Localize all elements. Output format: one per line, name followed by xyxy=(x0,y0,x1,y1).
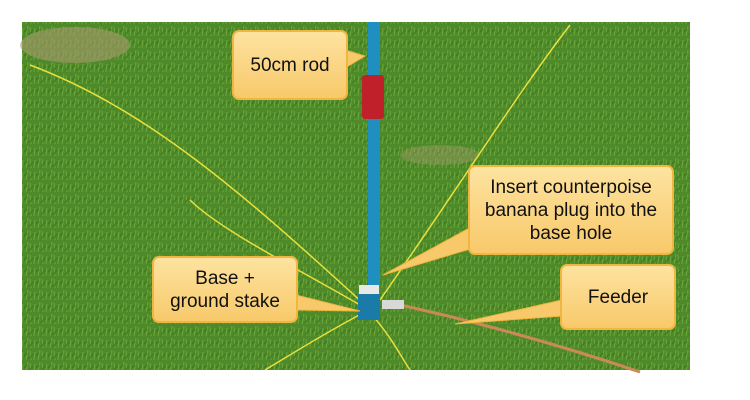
callout-rod: 50cm rod xyxy=(232,30,348,100)
callout-feeder: Feeder xyxy=(560,264,676,330)
dirt-patch xyxy=(20,27,130,63)
antenna-rod xyxy=(368,22,380,294)
rod-sleeve xyxy=(362,75,384,119)
connector xyxy=(382,300,404,309)
callout-counterpoise: Insert counterpoise banana plug into the… xyxy=(468,165,674,255)
callout-base: Base + ground stake xyxy=(152,256,298,323)
base xyxy=(358,294,380,320)
base-cap xyxy=(359,285,379,295)
dirt-patch xyxy=(400,145,480,165)
feeder-cable xyxy=(399,303,641,374)
counterpoise-wires xyxy=(29,24,571,371)
